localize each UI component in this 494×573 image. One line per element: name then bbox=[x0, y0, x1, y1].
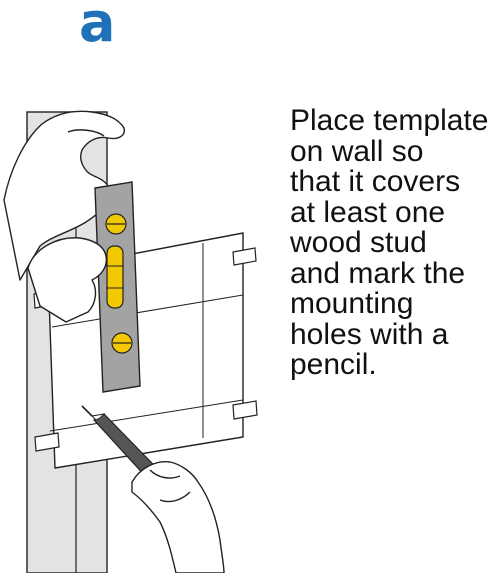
instruction-line: on wall so bbox=[290, 134, 424, 168]
instruction-line: and mark the bbox=[290, 256, 466, 290]
fingers-on-level bbox=[27, 237, 107, 323]
spirit-level bbox=[94, 181, 141, 393]
instruction-text: Place template on wall so that it covers… bbox=[290, 104, 490, 381]
instruction-line: pencil. bbox=[290, 348, 377, 381]
instruction-line: mounting bbox=[290, 287, 414, 320]
right-hand bbox=[131, 461, 225, 573]
instruction-line: wood stud bbox=[290, 226, 427, 259]
instruction-line: Place template bbox=[290, 104, 489, 137]
instruction-line: that it covers bbox=[290, 165, 461, 198]
instruction-line: at least one bbox=[290, 195, 446, 229]
step-letter: a bbox=[79, 0, 116, 54]
instruction-line: holes with a bbox=[290, 317, 449, 351]
paper-template bbox=[47, 232, 244, 469]
